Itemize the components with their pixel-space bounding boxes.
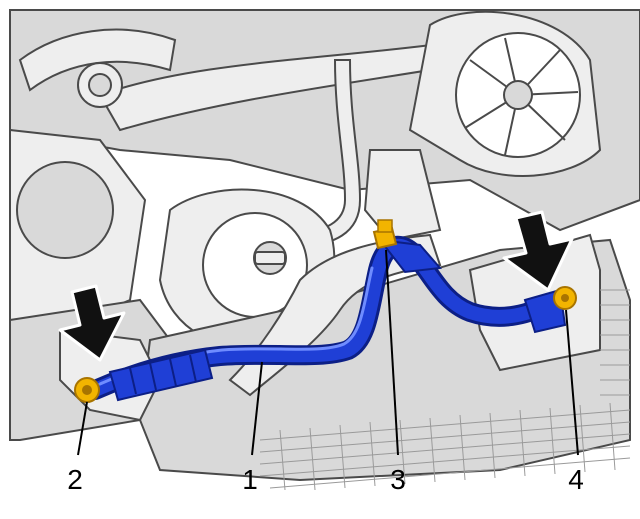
vacuum-pump-ribs xyxy=(464,37,579,156)
coolant-pipe xyxy=(85,235,567,402)
pipe-body xyxy=(88,238,555,397)
callout-label-2: 2 xyxy=(67,464,83,495)
vacuum-pump-hub xyxy=(503,80,533,110)
pipe-bracket-mid xyxy=(377,238,443,274)
mid-bracket xyxy=(363,149,442,242)
leader-lines xyxy=(77,249,579,456)
engine-block xyxy=(9,9,640,482)
arrow-right xyxy=(502,210,574,292)
callout-label-4: 4 xyxy=(568,464,584,495)
bolt-4 xyxy=(553,286,577,310)
leader-2 xyxy=(77,401,88,456)
bolt-2 xyxy=(74,377,100,403)
leader-3 xyxy=(385,249,399,456)
oil-pan-grid xyxy=(259,402,631,491)
center-bolt-stud xyxy=(254,251,286,265)
arrow-left xyxy=(58,284,126,362)
leader-4 xyxy=(565,309,579,456)
callout-label-1: 1 xyxy=(242,464,258,495)
down-arrow-icon xyxy=(502,210,574,292)
callout-label-3: 3 xyxy=(390,464,406,495)
top-left-fitting-inner xyxy=(88,73,112,97)
left-tube xyxy=(18,28,177,92)
pipe-hose-ribs xyxy=(129,354,197,395)
right-ribbed-cooler xyxy=(600,289,630,396)
left-cover-disk xyxy=(16,161,114,259)
down-arrow-icon xyxy=(58,284,126,362)
bolt-3 xyxy=(372,219,398,250)
leader-1 xyxy=(251,361,263,456)
